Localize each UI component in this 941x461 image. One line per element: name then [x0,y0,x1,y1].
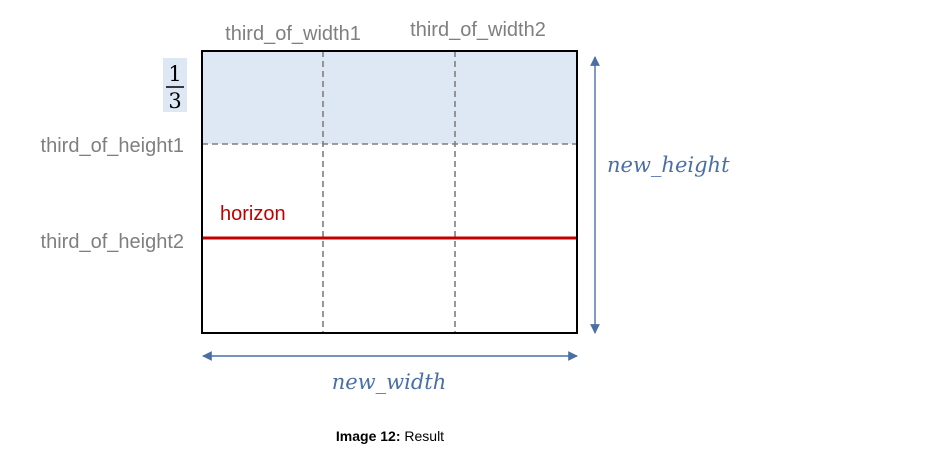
new-width-label: new_width [332,370,447,394]
fraction-numerator: 1 [168,62,181,86]
top-third-highlight [202,51,577,144]
new-height-label: new_height [607,153,730,177]
fraction-denominator: 3 [168,89,181,113]
caption-text: Result [401,428,445,444]
third-of-height2-label: third_of_height2 [41,231,184,253]
caption-bold: Image 12: [336,428,401,444]
fraction-background [163,58,187,112]
third-of-width1-label: third_of_width1 [225,23,361,45]
horizon-label: horizon [220,203,286,225]
third-of-height1-label: third_of_height1 [41,135,184,157]
figure-caption: Image 12: Result [336,428,444,444]
image-frame [201,50,578,334]
third-of-width2-label: third_of_width2 [410,19,546,41]
